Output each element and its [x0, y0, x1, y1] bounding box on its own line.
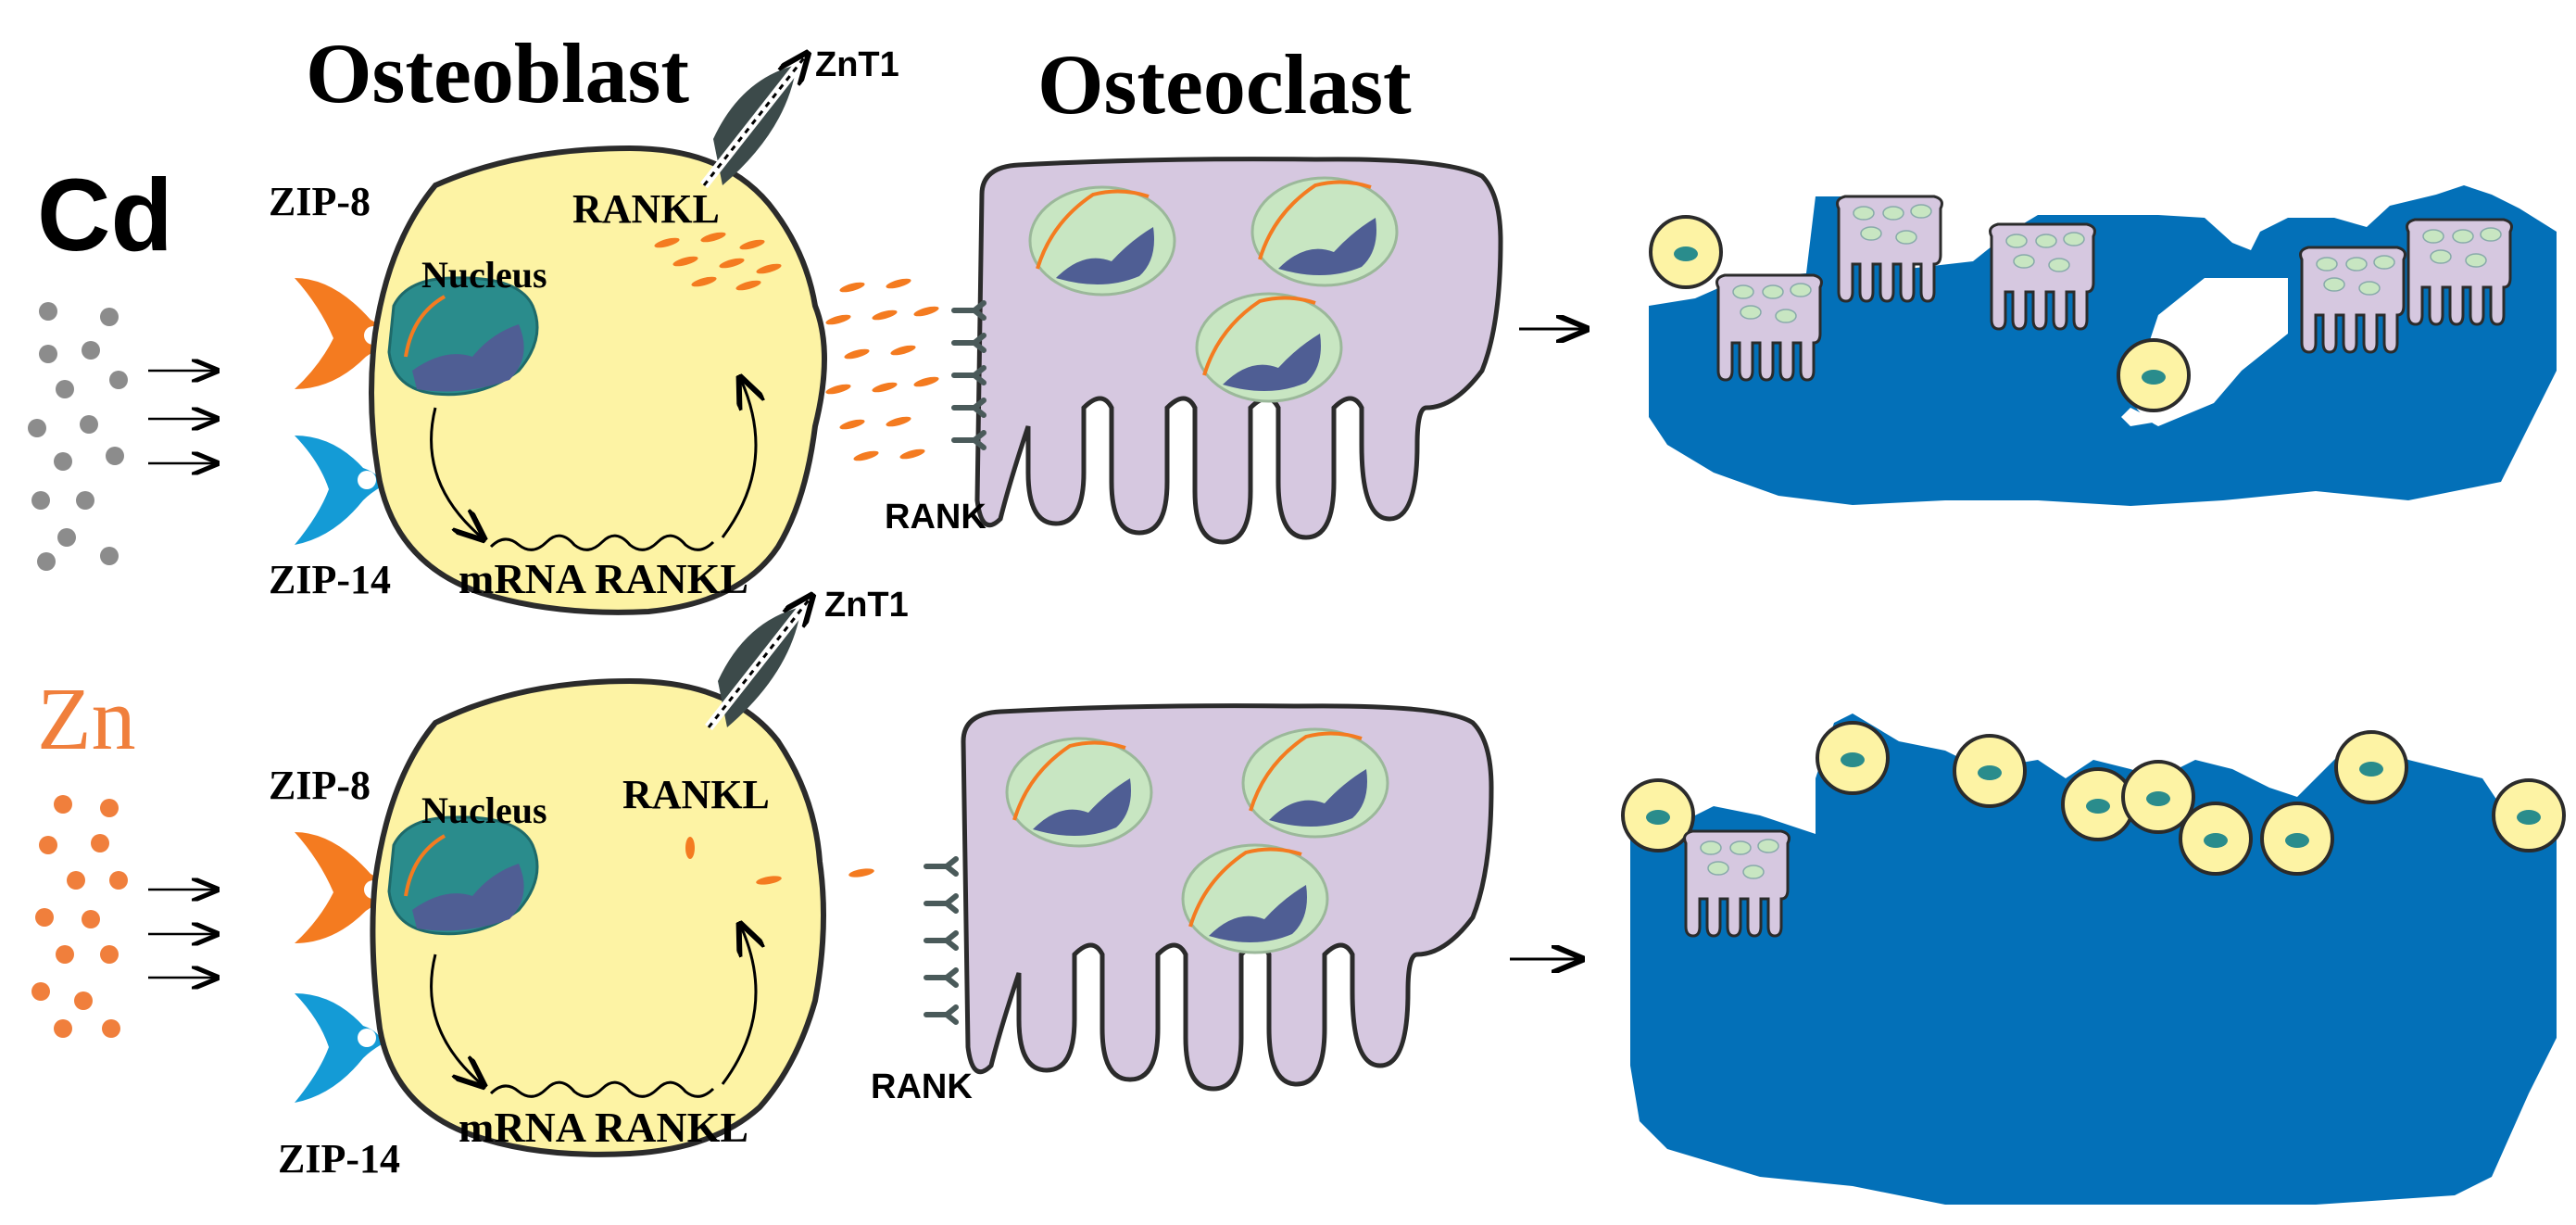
znt1-label-cd: ZnT1	[815, 45, 899, 84]
row-zn: Zn ZIP-8 ZIP-14 Nucleus RANKL	[31, 586, 2566, 1205]
rankl-molecules-zn	[685, 837, 782, 885]
zip14-label-cd: ZIP-14	[269, 557, 391, 602]
bone-osteoblast-cd-1	[1649, 215, 1723, 289]
zip14-transporter-zn	[295, 993, 382, 1103]
bone-osteoclast-zn-1	[1683, 829, 1791, 938]
bone-osteoblast-zn-1	[1621, 778, 1695, 852]
zip8-transporter-cd	[295, 278, 389, 389]
bone-osteoblast-zn-6	[2179, 802, 2253, 876]
znt1-label-zn: ZnT1	[824, 586, 909, 625]
zip8-label-zn: ZIP-8	[269, 763, 371, 808]
cycle-arrow-right-zn	[721, 927, 756, 1085]
mrna-strand-cd	[489, 534, 715, 551]
nuclear-envelope-zn	[404, 834, 446, 897]
osteoclast-nucleus-cd-1	[1028, 185, 1176, 297]
rank-label-cd: RANK	[885, 498, 986, 537]
bone-osteoblast-zn-7	[2260, 802, 2334, 876]
bone-osteoclast-cd-5	[2406, 218, 2513, 326]
cycle-arrow-right-cd	[721, 380, 756, 538]
osteoclast-nucleus-zn-2	[1241, 727, 1389, 839]
zip14-pore-cd	[358, 471, 376, 489]
bone-osteoclast-cd-2	[1836, 195, 1943, 303]
secreted-rankl-zn	[848, 868, 874, 878]
zn-particles	[31, 795, 128, 1038]
zip8-transporter-zn	[295, 832, 389, 943]
zip14-pore-zn	[358, 1029, 376, 1047]
nucleus-label-cd: Nucleus	[421, 254, 547, 296]
secreted-rankl-cd	[825, 278, 939, 461]
bone-osteoclast-cd-3	[1989, 222, 2096, 331]
chromatin-cd	[412, 324, 524, 392]
metal-label-zn: Zn	[37, 669, 136, 768]
zip8-label-cd: ZIP-8	[269, 179, 371, 224]
cd-particles	[28, 302, 128, 571]
osteoclast-nucleus-zn-3	[1181, 843, 1329, 954]
row-cd: Cd ZIP-8 ZIP-14 Nucleus	[28, 45, 2557, 615]
rankl-label-cd: RANKL	[572, 186, 720, 232]
zip14-transporter-cd	[295, 436, 382, 545]
mrna-label-cd: mRNA RANKL	[459, 555, 748, 602]
bone-osteoblast-cd-2	[2117, 338, 2191, 412]
osteoclast-nucleus-zn-1	[1005, 737, 1153, 848]
rankl-molecules-cd	[654, 232, 782, 291]
bone-osteoclast-cd-4	[2299, 246, 2406, 354]
cycle-arrow-left-zn	[430, 953, 482, 1084]
osteoblast-heading: Osteoblast	[306, 26, 689, 120]
rank-receptors-zn	[926, 859, 956, 1022]
znt1-exporter-cd	[700, 56, 806, 189]
mrna-strand-zn	[489, 1080, 715, 1098]
bone-osteoblast-zn-9	[2492, 778, 2566, 852]
cycle-arrow-left-cd	[430, 407, 482, 537]
resorption-pit	[2121, 408, 2158, 426]
rankl-label-zn: RANKL	[622, 772, 770, 817]
uptake-arrows-cd	[148, 371, 215, 463]
osteoclast-nucleus-cd-3	[1195, 292, 1343, 403]
rank-label-zn: RANK	[871, 1067, 973, 1106]
mrna-label-zn: mRNA RANKL	[459, 1104, 748, 1151]
bone-osteoblast-zn-2	[1816, 721, 1890, 795]
osteoclast-heading: Osteoclast	[1037, 37, 1412, 132]
bone-osteoclast-cd-1	[1715, 273, 1823, 382]
nucleus-label-zn: Nucleus	[421, 789, 547, 831]
metal-label-cd: Cd	[37, 158, 173, 272]
zip14-label-zn: ZIP-14	[278, 1136, 400, 1181]
chromatin-zn	[412, 864, 524, 931]
uptake-arrows-zn	[148, 890, 215, 978]
bone-osteoblast-zn-8	[2334, 730, 2408, 804]
bone-osteoblast-zn-3	[1953, 734, 2027, 808]
znt1-exporter-zn	[705, 598, 810, 731]
nuclear-envelope-cd	[404, 295, 446, 358]
osteoclast-nucleus-cd-2	[1250, 176, 1399, 287]
